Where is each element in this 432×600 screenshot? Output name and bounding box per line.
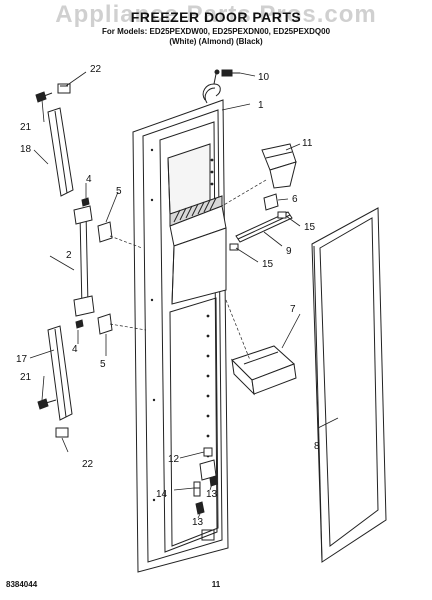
callout-1: 1: [258, 100, 264, 111]
hinge-pin: [193, 481, 201, 497]
callout-22a: 22: [90, 64, 102, 75]
dispenser-lever: [263, 193, 279, 211]
handle-screw-lower: [75, 319, 84, 329]
callout-2: 2: [66, 250, 72, 261]
handle-endcap-upper: [97, 221, 113, 243]
hinge-screw: [195, 501, 205, 515]
lower-trim-strip: [47, 325, 73, 421]
callout-6: 6: [292, 194, 298, 205]
hinge-screw-right: [209, 475, 218, 487]
leader-lines: [29, 71, 339, 519]
page-title: FREEZER DOOR PARTS: [130, 9, 302, 25]
handle-endcap-lower: [97, 313, 113, 335]
callout-7: 7: [290, 304, 296, 315]
callout-4b: 4: [72, 344, 78, 355]
callout-labels: 1 2 4 4 5 5 6 7 8 9 10 11 12 13 13 14 15…: [16, 64, 320, 528]
handle-screw-upper: [81, 197, 90, 207]
callout-15b: 15: [262, 259, 274, 270]
assembly-lines: [109, 179, 267, 361]
callout-13a: 13: [206, 489, 218, 500]
callout-5a: 5: [116, 186, 122, 197]
door-handle: [73, 205, 95, 317]
callout-11: 11: [302, 138, 313, 149]
document-number: 8384044: [6, 580, 38, 589]
dispenser-bar: [235, 211, 293, 243]
callout-5b: 5: [100, 359, 106, 370]
callout-14: 14: [156, 489, 168, 500]
wire-harness: [202, 69, 221, 104]
pad-upper: [277, 211, 287, 219]
ice-chute: [261, 143, 297, 189]
pad-lower: [229, 243, 239, 251]
clip-upper: [57, 83, 71, 94]
watermark: Appliance Parts Pros.com: [55, 1, 377, 28]
callout-21b: 21: [20, 372, 32, 383]
drip-tray: [231, 345, 297, 396]
callout-10: 10: [258, 72, 270, 83]
color-list: (White) (Almond) (Black): [169, 37, 263, 46]
callout-18: 18: [20, 144, 32, 155]
hinge-bushing: [203, 447, 213, 457]
callout-9: 9: [286, 246, 292, 257]
callout-15a: 15: [304, 222, 316, 233]
upper-trim-strip: [47, 107, 74, 197]
door-panel: [132, 99, 229, 573]
screw-lower-21: [37, 398, 57, 410]
callout-12: 12: [168, 454, 180, 465]
callout-21a: 21: [20, 122, 32, 133]
callout-13b: 13: [192, 517, 204, 528]
callout-8: 8: [314, 441, 320, 452]
model-list: For Models: ED25PEXDW00, ED25PEXDN00, ED…: [101, 27, 331, 36]
door-gasket: [311, 207, 387, 563]
callout-22b: 22: [82, 459, 94, 470]
clip-lower: [55, 427, 69, 438]
screw-upper-21: [35, 91, 53, 103]
callout-4a: 4: [86, 174, 92, 185]
screw-10: [221, 69, 240, 77]
page-number: 11: [211, 580, 221, 589]
callout-17: 17: [16, 354, 28, 365]
